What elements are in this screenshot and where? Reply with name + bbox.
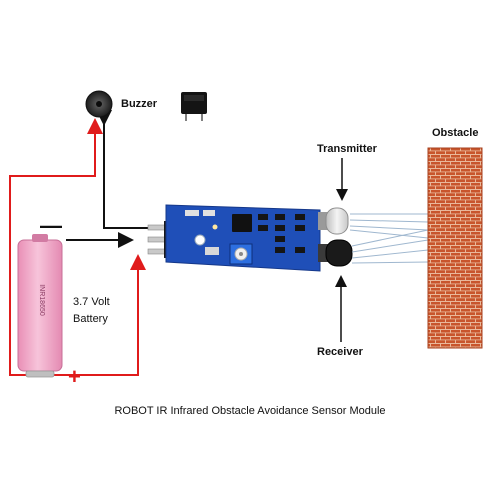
sensor-module-pcb [165,204,321,272]
ir-beams [349,213,429,264]
caption: ROBOT IR Infrared Obstacle Avoidance Sen… [114,405,385,417]
receiver-label: Receiver [317,346,364,358]
battery: INR18650 [17,234,63,378]
red-wire [9,118,146,376]
relay-component [181,92,207,121]
ir-transmitter-led [318,207,349,235]
minus-sign: — [40,213,62,238]
buzzer [85,90,113,118]
obstacle-label: Obstacle [432,127,478,139]
svg-text:INR18650: INR18650 [38,284,45,316]
buzzer-label: Buzzer [121,98,158,110]
transmitter-label: Transmitter [317,143,378,155]
black-wire [66,110,150,248]
plus-sign: + [68,364,81,389]
obstacle-brick-wall [427,147,483,349]
battery-label-line2: Battery [73,313,108,325]
battery-label-line1: 3.7 Volt [73,296,110,308]
ir-receiver-led [318,239,353,267]
